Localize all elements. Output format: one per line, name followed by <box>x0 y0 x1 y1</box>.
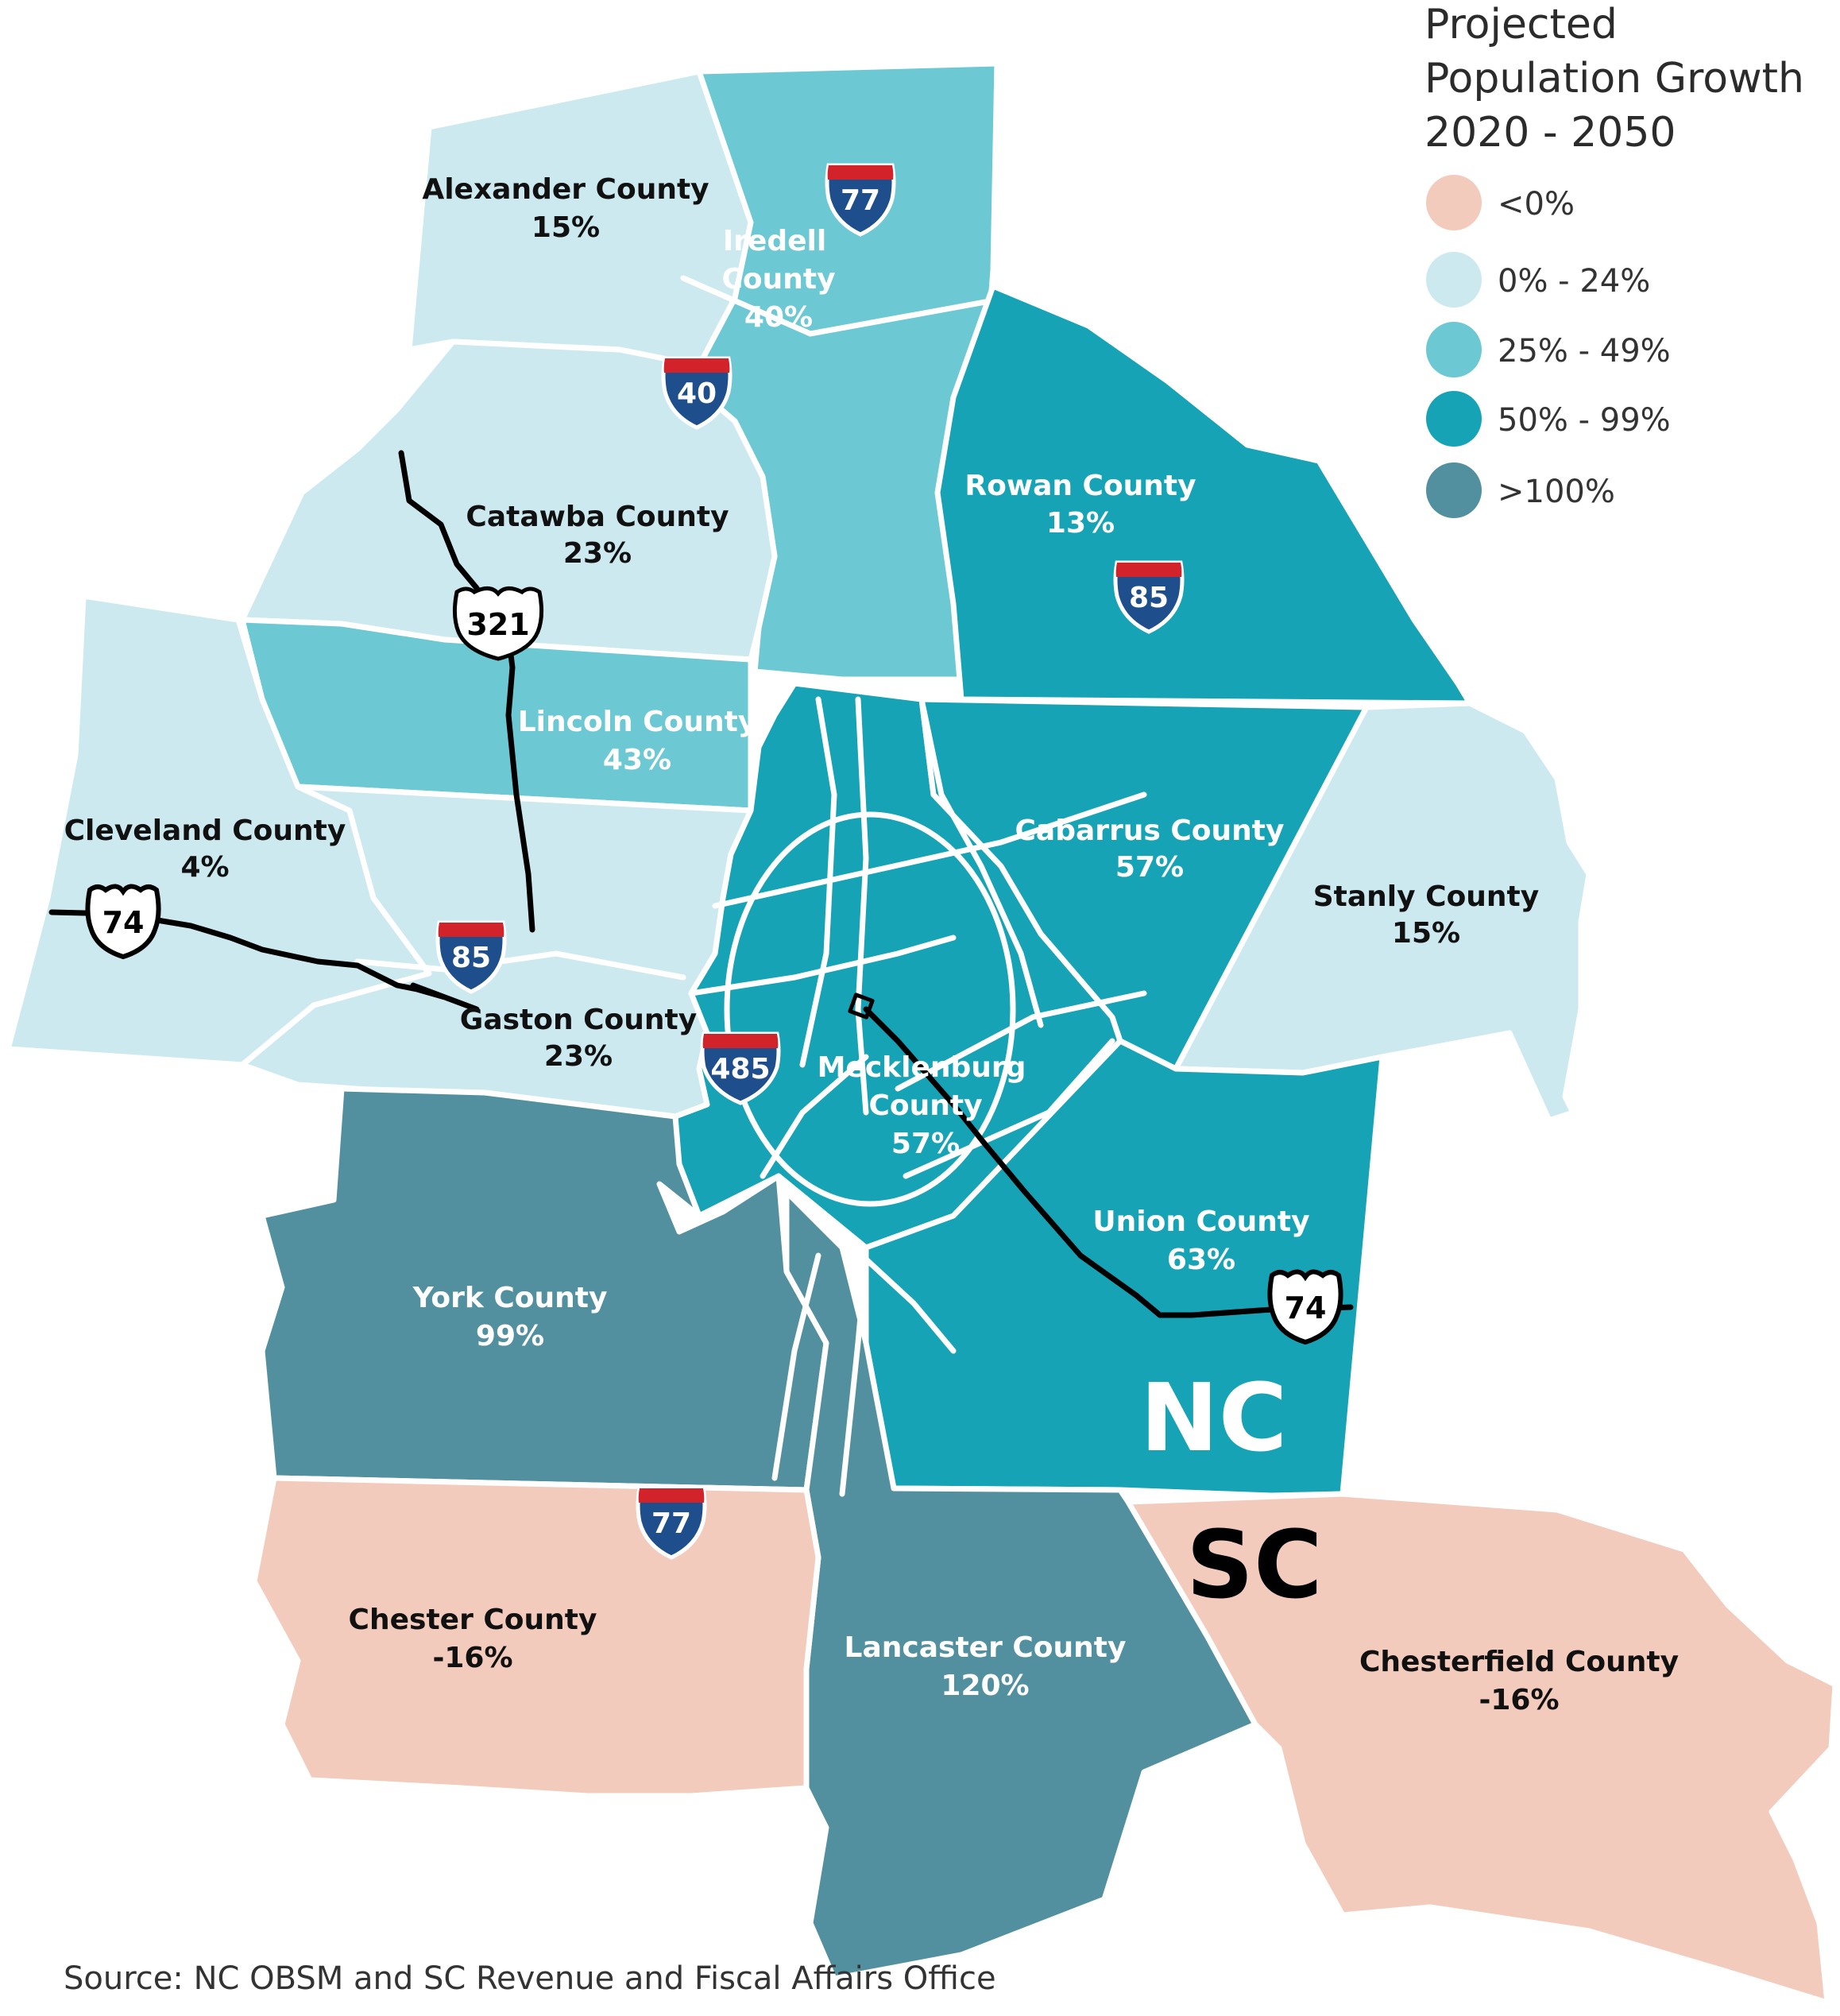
interstate-40-label: 40 <box>677 377 717 410</box>
legend-swatch-3 <box>1426 391 1482 447</box>
lincoln-county-value: 43% <box>603 744 671 776</box>
stanly-county-value: 15% <box>1392 917 1460 950</box>
legend-swatch-0 <box>1426 175 1482 230</box>
interstate-485-shield: 485 <box>700 1031 781 1105</box>
york-county-value: 99% <box>476 1320 544 1352</box>
us-route-74-east-shield: 74 <box>1267 1269 1343 1345</box>
interstate-77-north-shield: 77 <box>825 163 896 237</box>
us-route-74-west-label: 74 <box>102 905 145 940</box>
interstate-77-south-label: 77 <box>651 1507 691 1540</box>
iredell-county-name-1: Iredell <box>723 225 826 257</box>
gaston-county-name: Gaston County <box>460 1004 697 1036</box>
legend-label-3: 50% - 99% <box>1498 402 1671 439</box>
chesterfield-county-value: -16% <box>1479 1684 1559 1716</box>
cleveland-county-value: 4% <box>180 851 229 884</box>
legend-label-0: <0% <box>1498 186 1575 222</box>
county-chester <box>251 1475 821 1799</box>
cleveland-county-name: Cleveland County <box>64 815 346 847</box>
legend: Projected Population Growth 2020 - 2050 … <box>1424 1 1804 518</box>
legend-title-line-1: Projected <box>1424 1 1618 48</box>
legend-label-1: 0% - 24% <box>1498 263 1650 300</box>
interstate-85-west-label: 85 <box>451 942 491 974</box>
rowan-county-name: Rowan County <box>964 470 1196 502</box>
lancaster-county-name: Lancaster County <box>845 1631 1127 1664</box>
county-union <box>863 1038 1386 1499</box>
iredell-county-name-2: County <box>721 263 835 296</box>
county-chesterfield <box>1125 1491 1838 2006</box>
cabarrus-county-value: 57% <box>1115 851 1184 884</box>
legend-label-4: >100% <box>1498 474 1615 510</box>
york-county-name: York County <box>412 1282 608 1314</box>
interstate-40-shield: 40 <box>661 356 733 430</box>
us-route-321-shield: 321 <box>452 586 544 661</box>
interstate-85-west-shield: 85 <box>435 920 507 994</box>
alexander-county-value: 15% <box>532 211 600 244</box>
interstate-77-south-shield: 77 <box>636 1486 707 1560</box>
legend-swatch-2 <box>1426 322 1482 377</box>
interstate-85-north-label: 85 <box>1129 582 1169 614</box>
route-74-west-line <box>48 909 480 1012</box>
lancaster-county-value: 120% <box>941 1670 1029 1702</box>
county-york <box>259 1085 829 1493</box>
legend-label-2: 25% - 49% <box>1498 333 1671 370</box>
us-route-321-label: 321 <box>466 607 529 642</box>
union-county-value: 63% <box>1167 1244 1235 1276</box>
source-note: Source: NC OBSM and SC Revenue and Fisca… <box>64 1960 996 1997</box>
mecklenburg-county-name-1: Mecklenburg <box>818 1051 1026 1084</box>
interstate-85-north-shield: 85 <box>1113 560 1185 634</box>
chester-county-name: Chester County <box>349 1604 597 1636</box>
route-74-east-line <box>863 1006 1354 1318</box>
gaston-county-value: 23% <box>544 1040 613 1073</box>
catawba-county-name: Catawba County <box>466 501 729 533</box>
legend-swatch-1 <box>1426 252 1482 308</box>
union-county-name: Union County <box>1092 1205 1309 1238</box>
county-rowan <box>934 283 1473 706</box>
interstate-485-label: 485 <box>710 1053 770 1085</box>
state-label-sc: SC <box>1186 1510 1323 1619</box>
interstate-77-north-label: 77 <box>841 184 880 217</box>
legend-swatch-4 <box>1426 462 1482 518</box>
rowan-county-value: 13% <box>1046 507 1115 540</box>
catawba-county-value: 23% <box>563 537 632 570</box>
legend-title-line-2: Population Growth <box>1424 55 1804 103</box>
cabarrus-county-name: Cabarrus County <box>1015 815 1285 847</box>
alexander-county-name: Alexander County <box>422 173 709 206</box>
mecklenburg-county-value: 57% <box>891 1128 960 1160</box>
stanly-county-name: Stanly County <box>1313 880 1539 913</box>
us-route-74-east-label: 74 <box>1285 1290 1327 1325</box>
iredell-county-value: 40% <box>744 301 813 334</box>
legend-title-line-3: 2020 - 2050 <box>1424 109 1676 157</box>
mecklenburg-county-name-2: County <box>868 1089 982 1122</box>
chesterfield-county-name: Chesterfield County <box>1359 1646 1679 1678</box>
state-label-nc: NC <box>1140 1363 1287 1472</box>
us-route-74-west-shield: 74 <box>85 884 161 960</box>
chester-county-value: -16% <box>432 1642 512 1674</box>
lincoln-county-name: Lincoln County <box>518 706 757 738</box>
